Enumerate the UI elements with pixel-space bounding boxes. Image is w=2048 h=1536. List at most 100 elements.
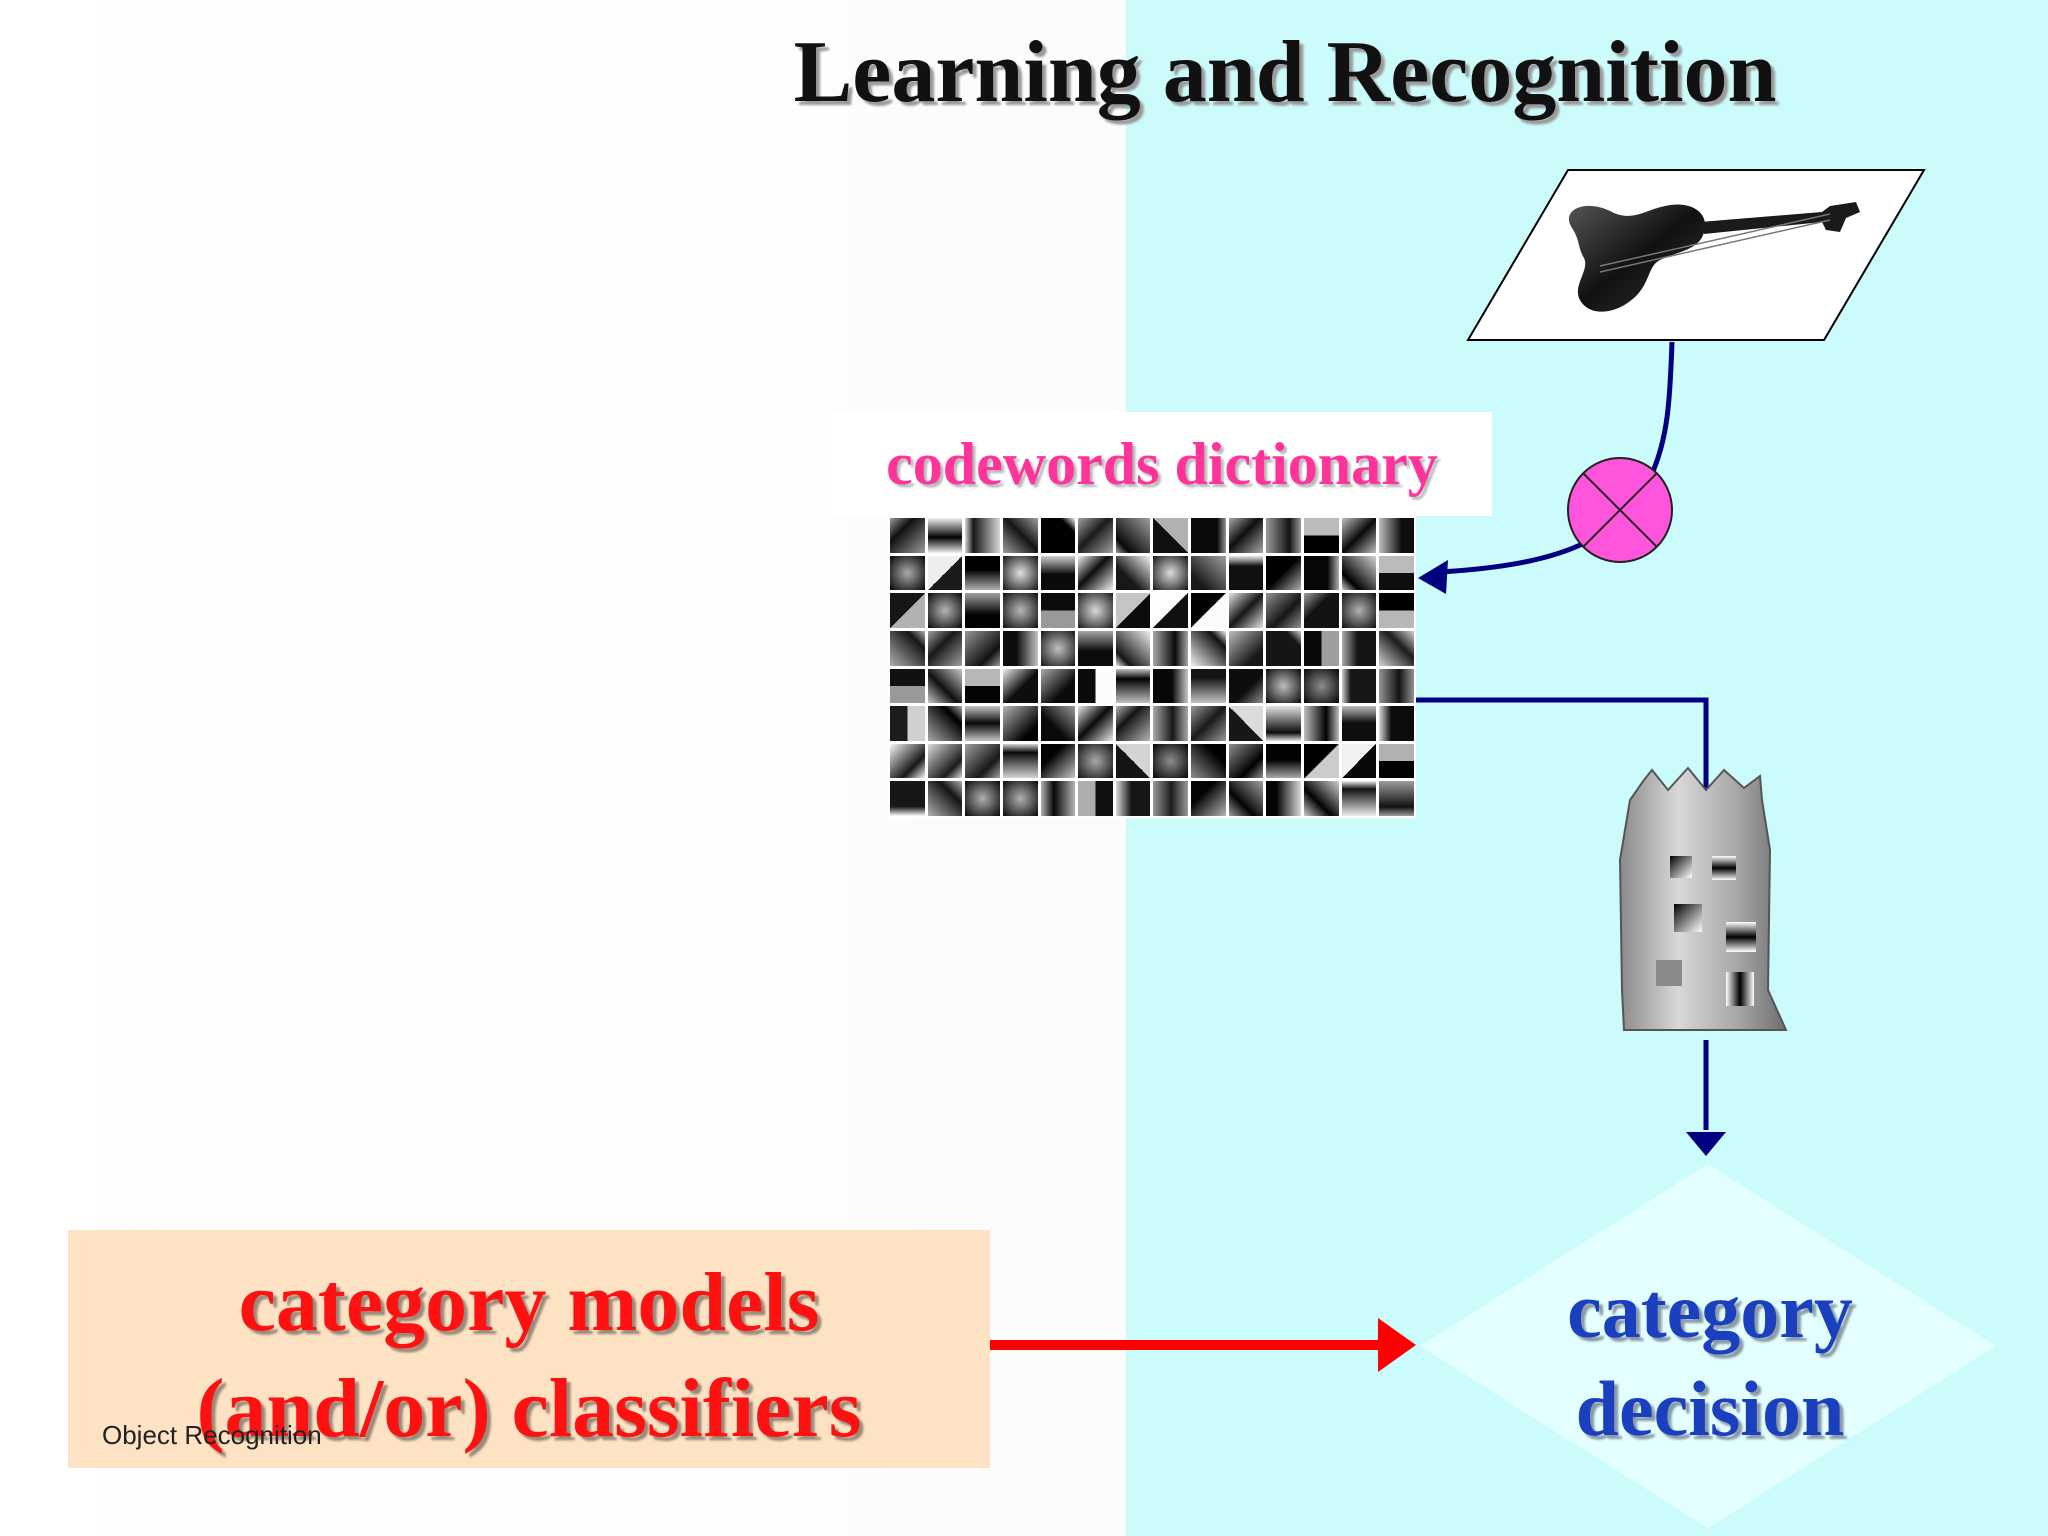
codeword-patch	[965, 743, 1000, 779]
codeword-patch	[1191, 706, 1226, 741]
codeword-patch	[1002, 555, 1038, 591]
codeword-patch	[1078, 781, 1113, 816]
codeword-patch	[1115, 706, 1151, 741]
circled-x-icon	[1567, 457, 1673, 563]
codeword-patch	[1304, 706, 1339, 741]
codeword-patch	[965, 593, 1000, 628]
codeword-patch	[1115, 743, 1151, 779]
codeword-patch	[1341, 781, 1377, 816]
codeword-patch	[1266, 555, 1302, 591]
codeword-patch	[1228, 555, 1264, 591]
slide-title: Learning and Recognition	[793, 24, 1777, 121]
codeword-patch	[1153, 668, 1189, 704]
codeword-patch	[1379, 706, 1414, 741]
codeword-patch	[965, 555, 1000, 591]
codeword-patch	[1115, 781, 1151, 816]
codeword-patch	[890, 743, 925, 779]
codeword-patch	[890, 593, 925, 628]
codeword-patch	[965, 781, 1000, 816]
codeword-patch	[1191, 593, 1226, 628]
codeword-patch	[1341, 706, 1377, 741]
codeword-patch	[1002, 518, 1038, 553]
codeword-patch	[1153, 781, 1189, 816]
codeword-patch	[1379, 593, 1414, 628]
codeword-patch	[1040, 593, 1076, 628]
codeword-patch	[1115, 593, 1151, 628]
codeword-patch	[1304, 781, 1339, 816]
category-models-box	[68, 1230, 990, 1468]
codeword-patch	[1002, 706, 1038, 741]
codeword-patch	[1228, 743, 1264, 779]
codeword-patch	[927, 593, 963, 628]
codeword-patch	[1266, 668, 1302, 704]
codeword-patch	[1078, 668, 1113, 704]
codeword-patch	[890, 781, 925, 816]
category-models-line1: category models	[238, 1256, 820, 1349]
codeword-patch	[1379, 555, 1414, 591]
codeword-patch	[1341, 518, 1377, 553]
codeword-patch	[965, 668, 1000, 704]
codeword-patch	[1304, 668, 1339, 704]
codeword-patch	[1115, 555, 1151, 591]
codeword-patch	[927, 781, 963, 816]
footer-label: Object Recognition	[102, 1420, 322, 1450]
codeword-patch	[1191, 518, 1226, 553]
codeword-patch	[1341, 593, 1377, 628]
codeword-patch	[1266, 706, 1302, 741]
category-decision-line1: category	[1567, 1267, 1853, 1354]
codeword-patch	[1040, 743, 1076, 779]
codeword-patch	[1266, 593, 1302, 628]
codeword-patch	[1153, 518, 1189, 553]
codeword-patch	[1040, 781, 1076, 816]
violin-icon	[1568, 202, 1860, 312]
codeword-patch	[1304, 593, 1339, 628]
decision-diamond	[1420, 1164, 1996, 1528]
codeword-patch	[1115, 668, 1151, 704]
codeword-patch	[890, 668, 925, 704]
codeword-patch	[1266, 743, 1302, 779]
codeword-patch	[927, 555, 963, 591]
codeword-patch	[1304, 743, 1339, 779]
codeword-patch	[927, 706, 963, 741]
codeword-patch	[1078, 706, 1113, 741]
image-frame	[1466, 169, 1926, 341]
codeword-patch	[1266, 630, 1302, 666]
codewords-dictionary-grid	[888, 516, 1416, 818]
codeword-patch	[1002, 668, 1038, 704]
codeword-patch	[1153, 593, 1189, 628]
codeword-patch	[1379, 781, 1414, 816]
codeword-patch	[1078, 743, 1113, 779]
codeword-patch	[1341, 555, 1377, 591]
codebook-to-bag-line	[1416, 697, 1709, 790]
models-to-decision-line	[990, 1340, 1380, 1350]
codeword-patch	[1341, 668, 1377, 704]
codeword-patch	[1266, 518, 1302, 553]
codeword-patch	[1078, 593, 1113, 628]
codeword-patch	[1191, 555, 1226, 591]
codeword-patch	[1002, 630, 1038, 666]
category-decision-line2: decision	[1575, 1365, 1845, 1452]
category-models-text: category models (and/or) classifiers	[68, 1250, 990, 1462]
codeword-patch	[890, 630, 925, 666]
codeword-patch	[1153, 630, 1189, 666]
codeword-patch	[1115, 630, 1151, 666]
paper-bag-of-patches-icon	[1618, 766, 1788, 1031]
codeword-patch	[1228, 706, 1264, 741]
codeword-patch	[1379, 630, 1414, 666]
models-arrowhead	[1378, 1318, 1416, 1372]
codeword-patch	[1228, 518, 1264, 553]
codeword-patch	[890, 706, 925, 741]
codeword-patch	[1304, 518, 1339, 553]
codeword-patch	[965, 518, 1000, 553]
codeword-patch	[1341, 743, 1377, 779]
codeword-patch	[1228, 781, 1264, 816]
codeword-patch	[927, 518, 963, 553]
codeword-patch	[965, 706, 1000, 741]
codebook-arrowhead	[1418, 560, 1448, 594]
codeword-patch	[1304, 555, 1339, 591]
codeword-patch	[1191, 630, 1226, 666]
codeword-patch	[1191, 668, 1226, 704]
codeword-patch	[1304, 630, 1339, 666]
